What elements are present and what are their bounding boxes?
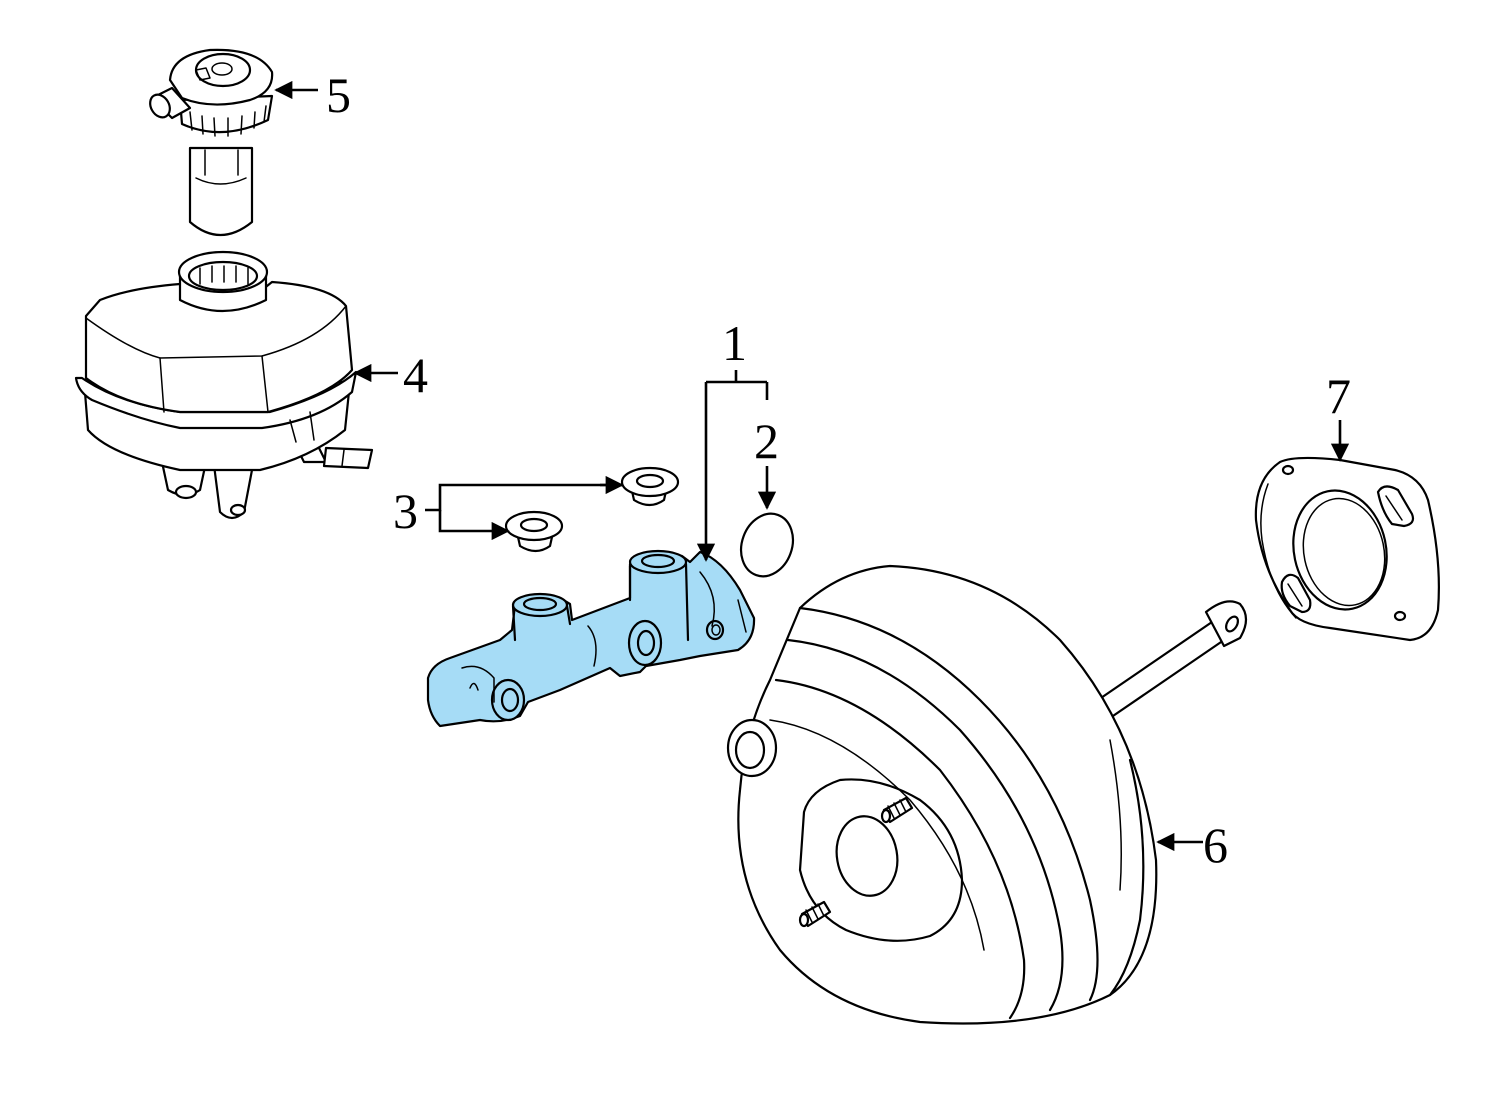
callout-3-leader xyxy=(425,475,624,541)
callout-5: 5 xyxy=(326,67,351,123)
callout-7: 7 xyxy=(1326,368,1351,424)
callout-6: 6 xyxy=(1203,817,1228,873)
master-cylinder-part[interactable] xyxy=(426,549,756,728)
callout-1-leader xyxy=(696,370,769,562)
reservoir-part[interactable] xyxy=(74,250,374,520)
brake-booster-part[interactable] xyxy=(726,564,1248,1025)
callout-3: 3 xyxy=(393,483,418,539)
booster-gasket-part[interactable] xyxy=(1254,456,1440,642)
callout-1: 1 xyxy=(722,315,747,371)
reservoir-cap-part[interactable] xyxy=(146,48,274,236)
grommets-part[interactable] xyxy=(504,466,680,553)
callout-4: 4 xyxy=(403,347,428,403)
callout-2: 2 xyxy=(754,413,779,469)
o-ring-part[interactable] xyxy=(733,506,802,583)
